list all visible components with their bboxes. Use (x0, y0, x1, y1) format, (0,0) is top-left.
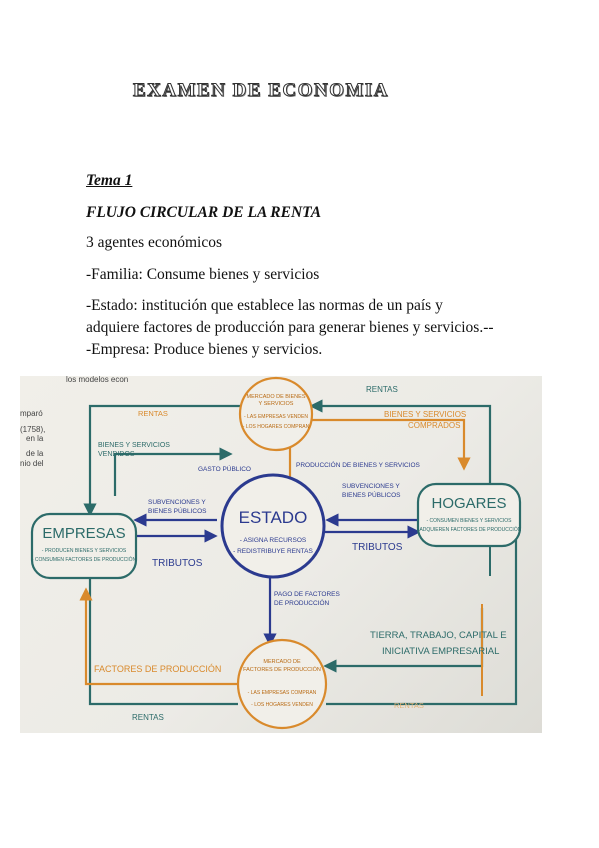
flow-arrow-factores-produccion (79, 587, 238, 686)
topic-number: Tema 1 (86, 172, 133, 189)
node-estado: ESTADO - ASIGNA RECURSOS - REDISTRIBUYE … (220, 473, 326, 579)
flow-arrow-rentas-top-right (309, 399, 492, 502)
label-gasto-publico: GASTO PÚBLICO (198, 464, 251, 473)
label-subvenciones-right: SUBVENCIONES Y (342, 483, 400, 490)
label-rentas: RENTAS (366, 385, 398, 394)
mercado-factores-item: - LAS EMPRESAS COMPRAN (248, 690, 317, 696)
hogares-title: HOGARES (431, 495, 506, 512)
label-tierra-trabajo: TIERRA, TRABAJO, CAPITAL E (370, 630, 507, 641)
mercado-bienes-item: - LOS HOGARES COMPRAN (243, 424, 310, 430)
estado-title: ESTADO (239, 508, 308, 527)
mercado-bienes-title: MERCADO DE BIENES (247, 394, 306, 400)
node-empresas: EMPRESAS - PRODUCEN BIENES Y SERVICIOS -… (30, 512, 138, 580)
agents-intro: 3 agentes económicos (86, 234, 223, 251)
label-rentas-faint: RENTAS (394, 701, 424, 710)
book-text-line: de la (26, 449, 44, 458)
book-text-top: los modelos econ (66, 376, 128, 384)
label-subvenciones-left: BIENES PÚBLICOS (148, 506, 207, 515)
estado-item: - ASIGNA RECURSOS (240, 537, 307, 544)
empresas-item: - CONSUMEN FACTORES DE PRODUCCIÓN (32, 556, 137, 563)
estado-definition-line-2: adquiere factores de producción para gen… (86, 319, 494, 336)
label-rentas: RENTAS (138, 409, 168, 418)
mercado-bienes-title: Y SERVICIOS (259, 401, 294, 407)
node-mercado-bienes: MERCADO DE BIENES Y SERVICIOS - LAS EMPR… (238, 376, 314, 452)
mercado-factores-title: MERCADO DE (263, 659, 301, 665)
hogares-item: - CONSUMEN BIENES Y SERVICIOS (426, 518, 512, 524)
label-bienes-vendidos: BIENES Y SERVICIOS (98, 442, 170, 449)
book-text-line: en la (26, 434, 44, 443)
flow-arrow-bienes-comprados (302, 418, 471, 471)
familia-definition: -Familia: Consume bienes y servicios (86, 266, 320, 283)
label-subvenciones-left: SUBVENCIONES Y (148, 499, 206, 506)
label-rentas-bottom: RENTAS (132, 713, 164, 722)
flow-arrow-rentas-bottom (88, 556, 238, 706)
mercado-factores-item: - LOS HOGARES VENDEN (251, 702, 313, 708)
node-mercado-factores: MERCADO DE FACTORES DE PRODUCCIÓN - LAS … (236, 638, 328, 730)
label-factores-produccion: FACTORES DE PRODUCCIÓN (94, 664, 221, 674)
node-hogares: HOGARES - CONSUMEN BIENES Y SERVICIOS - … (417, 482, 522, 548)
page-title: EXAMEN DE ECONOMIA (132, 80, 390, 102)
flow-line-outer-right (326, 536, 518, 706)
empresas-title: EMPRESAS (42, 525, 125, 542)
flow-arrow-rentas-top-left (83, 404, 252, 517)
label-bienes-comprados: BIENES Y SERVICIOS (384, 410, 466, 419)
topic-heading: FLUJO CIRCULAR DE LA RENTA (86, 204, 322, 221)
label-subvenciones-right: BIENES PÚBLICOS (342, 490, 401, 499)
empresas-item: - PRODUCEN BIENES Y SERVICIOS (42, 548, 127, 554)
mercado-bienes-item: - LAS EMPRESAS VENDEN (244, 414, 308, 420)
flow-arrow-bienes-vendidos (113, 447, 233, 496)
estado-item: - REDISTRIBUYE RENTAS (233, 548, 313, 555)
book-text-line: mparó (20, 409, 43, 418)
book-text-line: (1758), (20, 425, 45, 434)
label-bienes-comprados: COMPRADOS (408, 421, 460, 430)
label-pago-factores: PAGO DE FACTORES (274, 591, 341, 598)
label-tierra-trabajo: INICIATIVA EMPRESARIAL (382, 646, 499, 657)
label-bienes-vendidos: VENDIDOS (98, 451, 135, 458)
estado-definition-line-1: -Estado: institución que establece las n… (86, 297, 443, 314)
mercado-factores-title: FACTORES DE PRODUCCIÓN (243, 666, 321, 673)
label-tributos-right: TRIBUTOS (352, 542, 403, 553)
book-text-line: nio del (20, 459, 44, 468)
hogares-item: - ADQUIEREN FACTORES DE PRODUCCIÓN (417, 526, 522, 533)
circular-flow-diagram-photo: los modelos econ mparó (1758), en la de … (20, 376, 542, 733)
label-pago-factores: DE PRODUCCIÓN (274, 598, 330, 607)
label-tributos-left: TRIBUTOS (152, 558, 203, 569)
label-produccion-bienes: PRODUCCIÓN DE BIENES Y SERVICIOS (296, 460, 421, 469)
empresa-definition: -Empresa: Produce bienes y servicios. (86, 341, 323, 358)
